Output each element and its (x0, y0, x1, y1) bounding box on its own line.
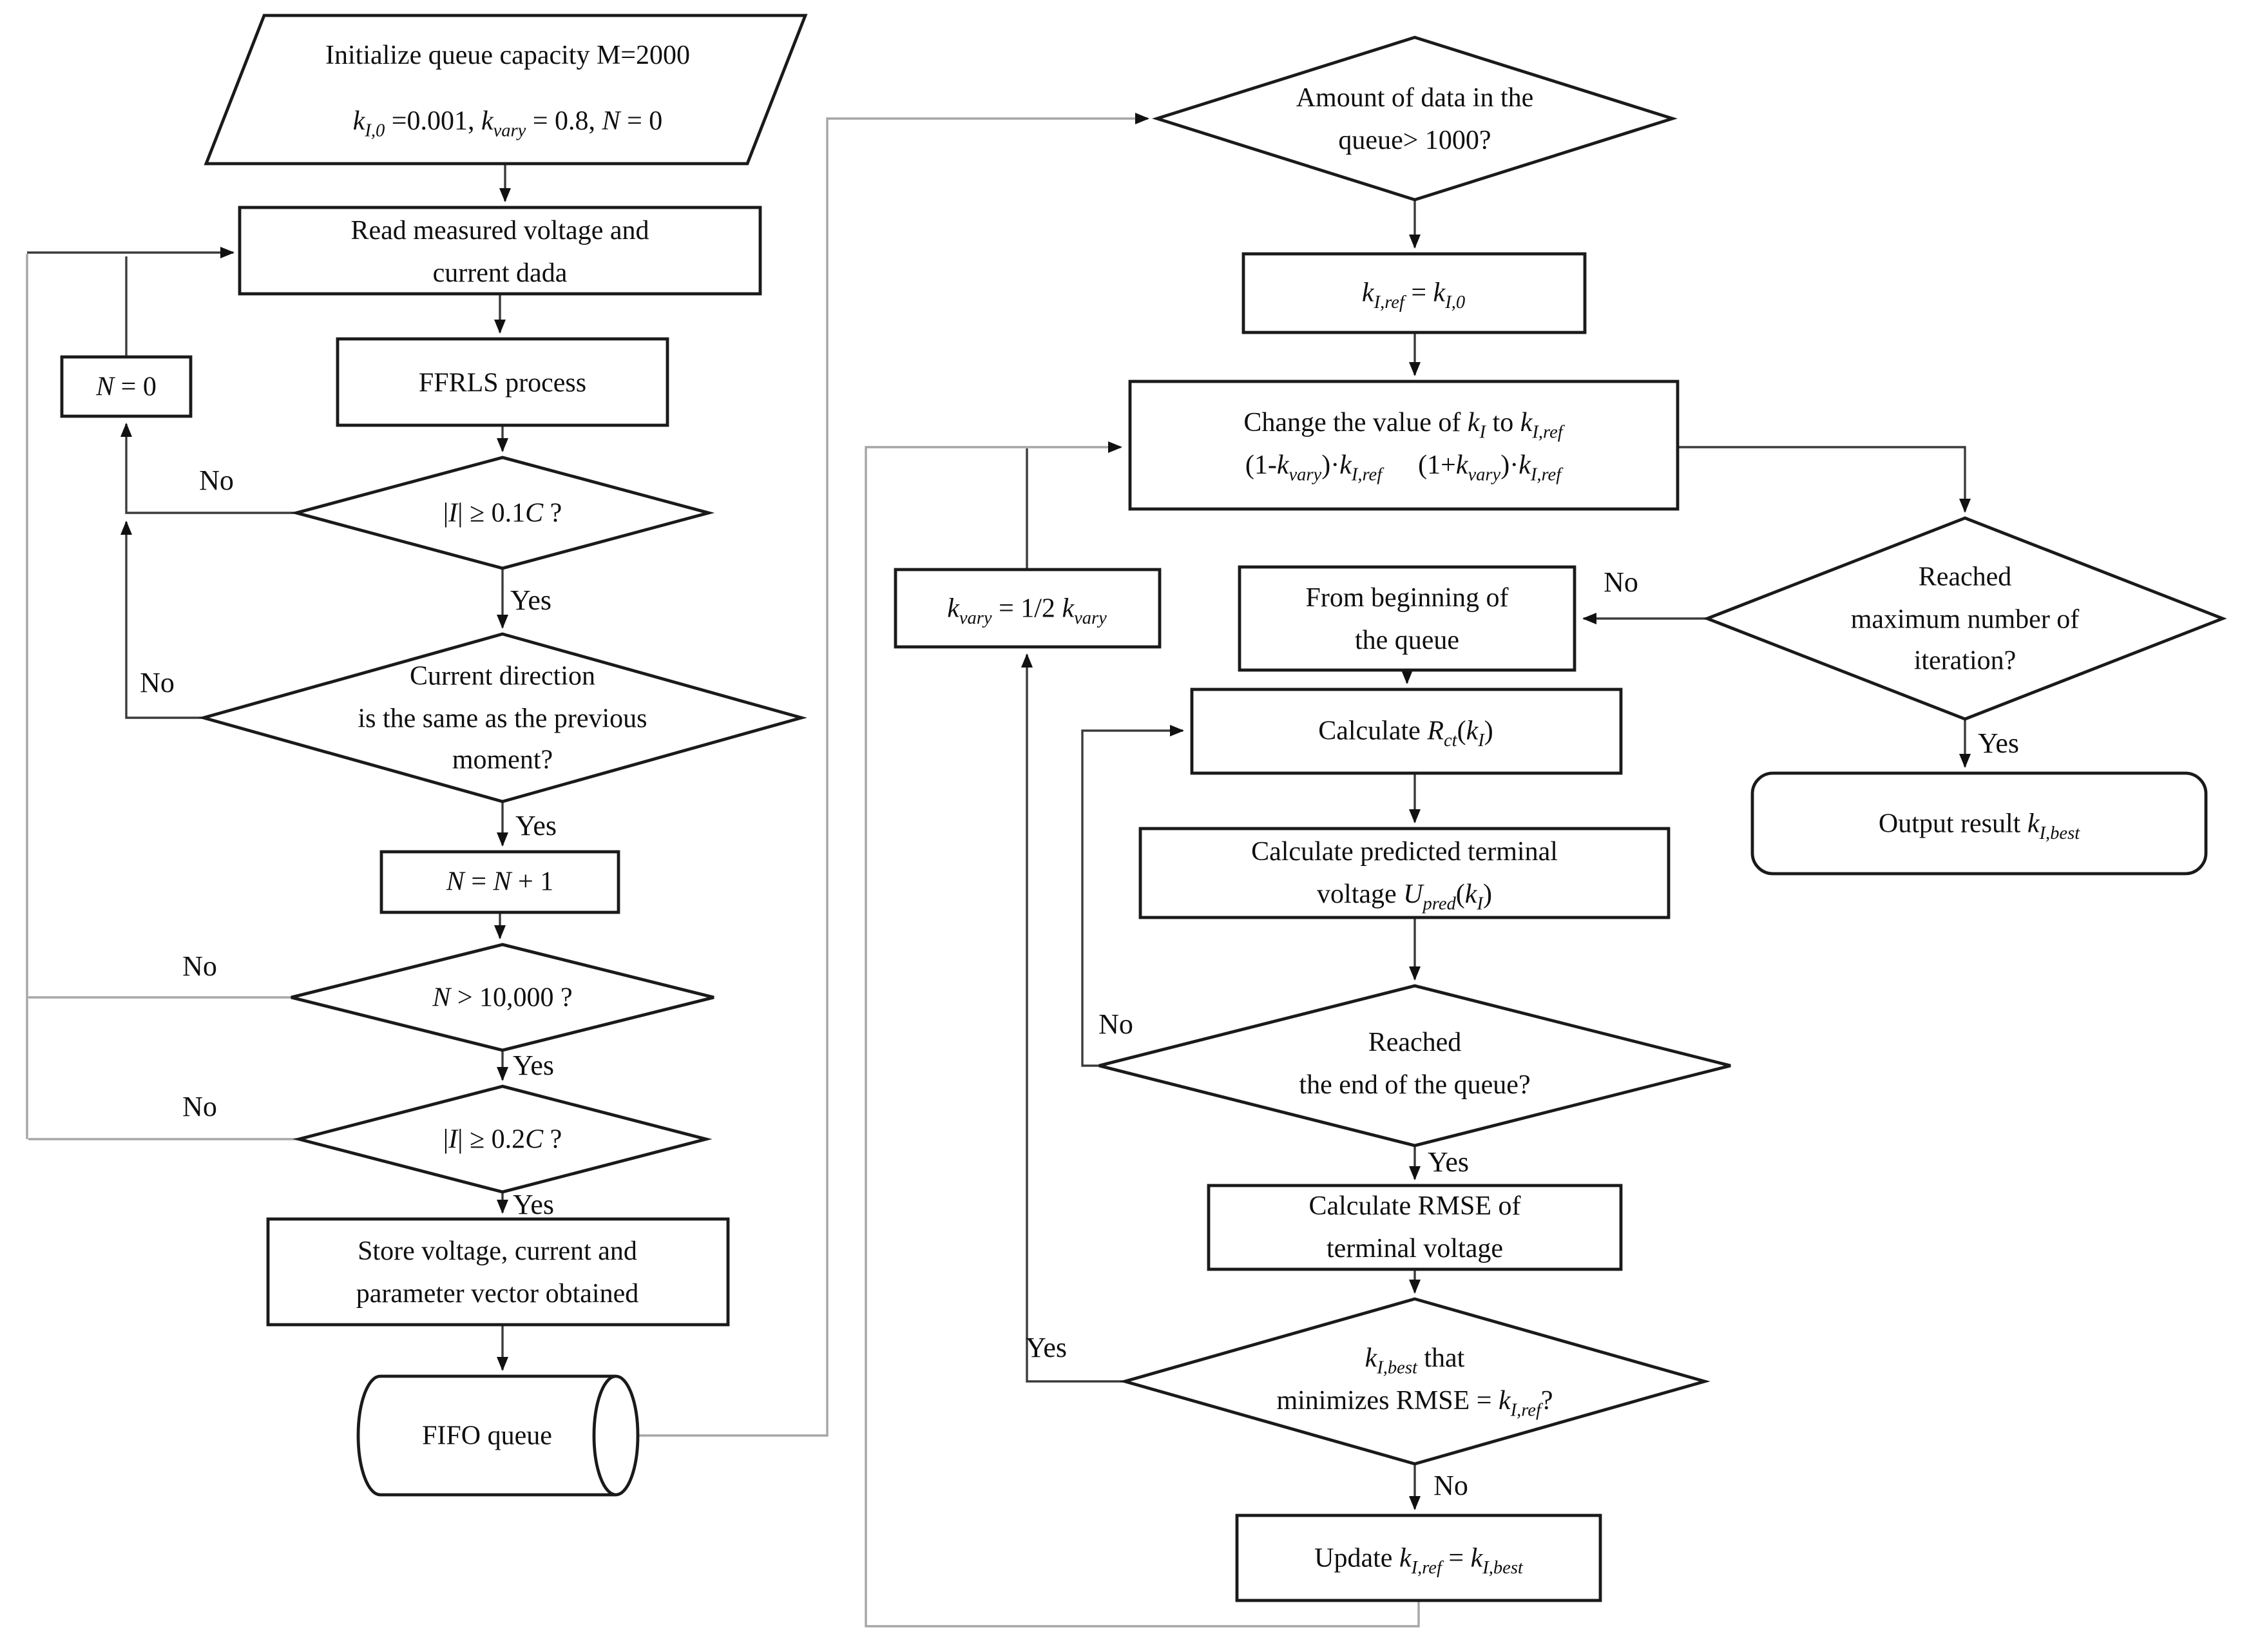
node-store: Store voltage, current and parameter vec… (356, 1234, 639, 1308)
shape-change-box (1128, 379, 1680, 511)
shape-fifo-cylinder-body (356, 1374, 616, 1497)
node-change-value: Change the value of kI to kI,ref (1-kvar… (1243, 406, 1563, 485)
edge-label-yes-soc02: Yes (512, 1188, 555, 1220)
shape-amount-diamond (1152, 35, 1678, 202)
shape-direction-diamond (198, 632, 807, 803)
node-fifo-queue: FIFO queue (422, 1419, 552, 1451)
node-n-reset: N = 0 (96, 370, 157, 402)
edge-best-yes-to-kvary (1021, 653, 1125, 1383)
edge-label-yes-direction: Yes (515, 809, 557, 841)
shape-kvary-box (894, 568, 1162, 649)
shape-frombegin-box (1238, 565, 1576, 672)
node-ffrls: FFRLS process (418, 367, 587, 398)
node-calc-rct: Calculate Rct(kI) (1318, 715, 1493, 751)
node-amount-decision: Amount of data in the queue> 1000? (1296, 81, 1534, 155)
shape-update-box (1235, 1513, 1602, 1602)
node-n10000-decision: N > 10,000 ? (432, 981, 573, 1013)
node-best-decision: kI,best that minimizes RMSE = kI,ref? (1276, 1341, 1553, 1421)
node-n-increment: N = N + 1 (446, 865, 554, 897)
shape-endqueue-diamond (1098, 984, 1731, 1148)
edge-label-no-soc01: No (199, 464, 234, 496)
shape-upred-box (1138, 827, 1671, 919)
shape-rmse-box (1207, 1184, 1623, 1271)
edge-soc01-no-to-nreset (120, 423, 296, 514)
shape-store-box (266, 1217, 730, 1327)
edge-label-yes-n10000: Yes (512, 1049, 555, 1081)
shape-soc01-diamond (290, 456, 715, 570)
edge-label-no-n10000: No (182, 950, 217, 982)
shape-best-diamond (1119, 1297, 1710, 1466)
edge-change-to-maxiter (1678, 446, 1971, 513)
edge-update-loop-to-change (865, 441, 1420, 1628)
shape-init-parallelogram (204, 14, 808, 166)
node-calc-upred: Calculate predicted terminal voltage Upr… (1251, 835, 1558, 914)
edge-endqueue-no-to-rct (1081, 725, 1184, 1067)
edge-label-yes-maxiter: Yes (1977, 727, 2020, 759)
node-kvary-halve: kvary = 1/2 kvary (947, 592, 1107, 629)
shape-output-terminator (1750, 771, 2208, 876)
node-kref-init: kI,ref = kI,0 (1361, 276, 1466, 313)
node-read-measured: Read measured voltage and current dada (350, 214, 649, 287)
edge-label-no-soc02: No (182, 1090, 217, 1122)
node-output-result: Output result kI,best (1878, 807, 2080, 844)
edge-label-no-maxiter: No (1604, 566, 1638, 598)
node-soc02-decision: |I| ≥ 0.2C ? (443, 1123, 562, 1155)
shape-ninc-box (379, 850, 620, 914)
shape-rct-box (1190, 687, 1623, 775)
edge-label-no-direction: No (140, 666, 175, 698)
edge-label-yes-endqueue: Yes (1427, 1146, 1470, 1178)
shape-read-box (238, 206, 762, 296)
shape-soc02-diamond (292, 1084, 713, 1194)
edge-label-yes-best: Yes (1025, 1331, 1068, 1363)
shape-n10000-diamond (291, 943, 714, 1052)
edge-label-yes-soc01: Yes (510, 584, 552, 616)
edge-fifo-to-amount (638, 113, 1149, 1437)
edge-label-no-endqueue: No (1098, 1008, 1133, 1040)
shape-nreset-box (60, 355, 193, 418)
node-calc-rmse: Calculate RMSE of terminal voltage (1308, 1189, 1521, 1263)
node-endqueue-decision: Reached the end of the queue? (1299, 1026, 1531, 1099)
shape-maxiter-diamond (1703, 516, 2227, 721)
node-soc01-decision: |I| ≥ 0.1C ? (443, 497, 562, 528)
shape-fifo-cylinder-cap (592, 1374, 640, 1497)
edge-label-no-best: No (1433, 1469, 1468, 1501)
node-init: Initialize queue capacity M=2000 kI,0 =0… (325, 39, 690, 142)
node-update-kref: Update kI,ref = kI,best (1314, 1542, 1523, 1579)
shape-ffrls-box (336, 337, 669, 427)
shape-kref-box (1241, 252, 1587, 334)
node-from-beginning: From beginning of the queue (1305, 581, 1509, 655)
node-maxiter-decision: Reached maximum number of iteration? (1850, 561, 2080, 676)
edge-direction-no-to-nreset (120, 521, 204, 719)
node-direction-decision: Current direction is the same as the pre… (358, 660, 647, 775)
